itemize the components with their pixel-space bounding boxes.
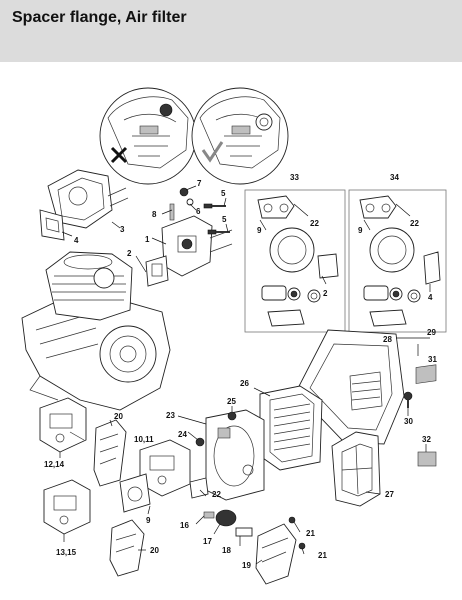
page-title: Spacer flange, Air filter xyxy=(12,9,187,26)
callout-2-box33: 2 xyxy=(323,289,328,298)
callout-22: 22 xyxy=(212,490,221,499)
callout-labels: 3 4 1 2 7 6 8 5 5 33 34 9 22 2 9 22 4 29… xyxy=(44,173,437,570)
part-spacer-flange-1 xyxy=(161,215,233,277)
callout-4-left: 4 xyxy=(74,236,79,245)
part-intake-20-top xyxy=(93,419,127,487)
callout-13-15: 13,15 xyxy=(56,548,77,557)
part-filter-base-23 xyxy=(205,409,265,501)
callout-17: 17 xyxy=(203,537,212,546)
callout-9-box33: 9 xyxy=(257,226,262,235)
part-label-32 xyxy=(417,451,437,467)
part-gasket-2-left xyxy=(145,255,169,287)
part-carburetor-13-15 xyxy=(43,479,91,535)
callout-34: 34 xyxy=(390,173,399,182)
title-bar: Spacer flange, Air filter xyxy=(0,0,462,62)
part-nut-30 xyxy=(403,391,413,408)
callout-5-bottom: 5 xyxy=(222,215,227,224)
callout-29: 29 xyxy=(427,328,436,337)
part-label-31 xyxy=(415,364,437,384)
callout-10-11: 10,11 xyxy=(134,435,154,444)
cross-mark-icon xyxy=(110,146,128,164)
part-prefilter-27 xyxy=(331,431,381,507)
callout-26: 26 xyxy=(240,379,249,388)
callout-20-top: 20 xyxy=(114,412,123,421)
callout-25: 25 xyxy=(227,397,236,406)
callout-30: 30 xyxy=(404,417,413,426)
callout-21-bottom: 21 xyxy=(318,551,327,560)
callout-19: 19 xyxy=(242,561,251,570)
callout-16: 16 xyxy=(180,521,189,530)
part-screws-21 xyxy=(288,516,306,550)
kit-box-33 xyxy=(244,189,346,333)
callout-7: 7 xyxy=(197,179,202,188)
callout-18: 18 xyxy=(222,546,231,555)
callout-1: 1 xyxy=(145,235,150,244)
callout-27: 27 xyxy=(385,490,394,499)
part-carburetor-12-14 xyxy=(39,397,87,453)
part-gasket-22 xyxy=(189,477,209,499)
callout-8: 8 xyxy=(152,210,157,219)
callout-31: 31 xyxy=(428,355,437,364)
callout-21-top: 21 xyxy=(306,529,315,538)
callout-32: 32 xyxy=(422,435,431,444)
callout-33: 33 xyxy=(290,173,299,182)
kit-box-34 xyxy=(348,189,447,333)
part-gasket-9 xyxy=(119,473,151,513)
callout-12-14: 12,14 xyxy=(44,460,65,469)
engine-cylinder-fins xyxy=(45,251,133,321)
part-gasket-4 xyxy=(39,209,65,241)
inset-correct-installation xyxy=(191,87,289,185)
part-air-filter-26 xyxy=(259,385,323,471)
callout-24: 24 xyxy=(178,430,187,439)
part-small-6-7-8 xyxy=(169,187,194,221)
part-16-17-18 xyxy=(203,509,253,537)
part-elbow-19 xyxy=(255,523,297,585)
callout-2-left: 2 xyxy=(127,249,132,258)
part-intake-20-bottom xyxy=(109,519,145,577)
callout-28: 28 xyxy=(383,335,392,344)
callout-5-top: 5 xyxy=(221,189,226,198)
callout-6: 6 xyxy=(196,207,201,216)
callout-20-bottom: 20 xyxy=(150,546,159,555)
callout-22-box33: 22 xyxy=(310,219,319,228)
check-mark-icon xyxy=(201,141,224,163)
inset-incorrect-installation xyxy=(99,87,197,185)
leader-lines xyxy=(59,185,431,565)
callout-9: 9 xyxy=(146,516,151,525)
callout-9-box34: 9 xyxy=(358,226,363,235)
engine-crankcase xyxy=(21,299,171,411)
callout-3: 3 xyxy=(120,225,125,234)
callout-22-box34: 22 xyxy=(410,219,419,228)
callout-23: 23 xyxy=(166,411,175,420)
callout-4-box34: 4 xyxy=(428,293,433,302)
